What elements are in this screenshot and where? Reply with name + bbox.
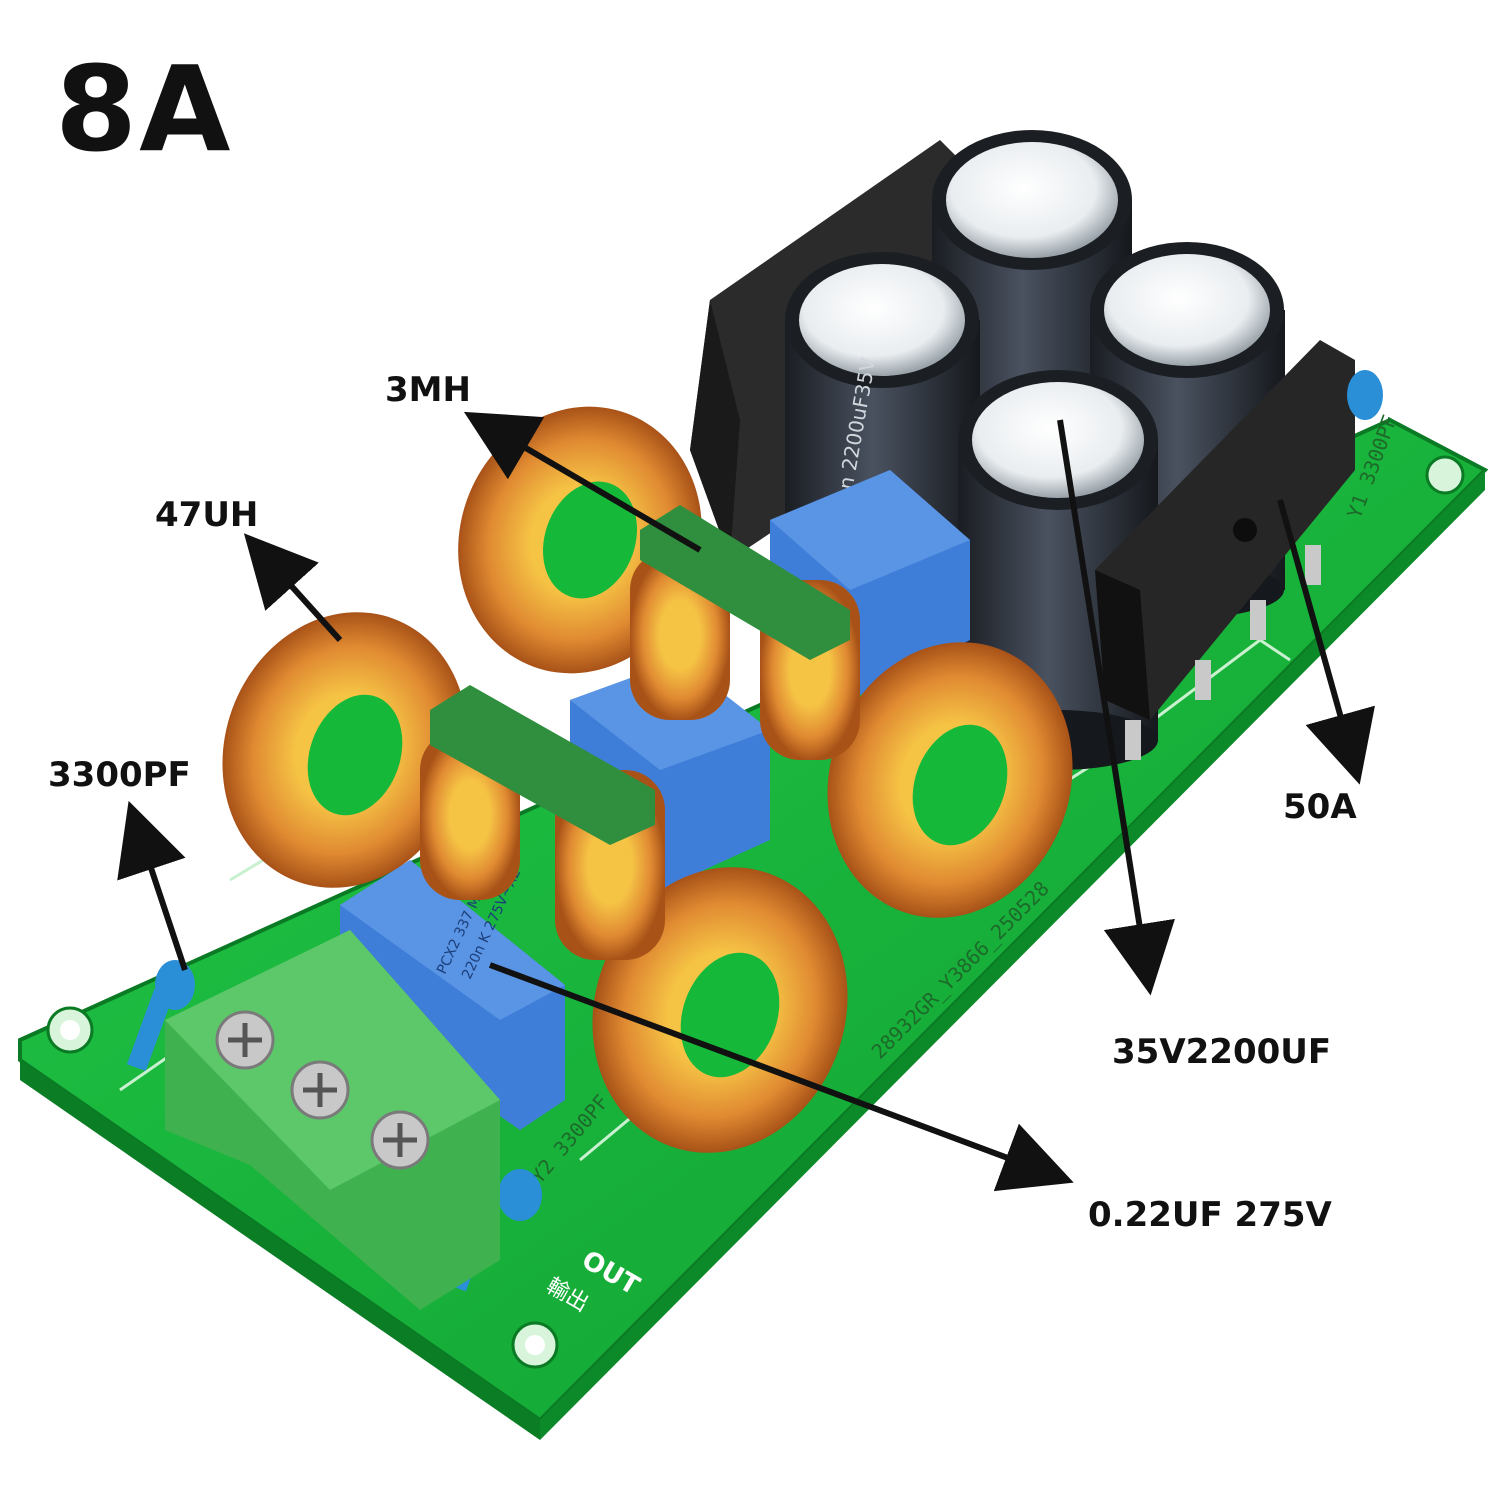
y-capacitor-1 bbox=[126, 960, 195, 1072]
arrow-0.22uf bbox=[488, 962, 1074, 1192]
label-3300pf: 3300PF bbox=[48, 755, 191, 795]
label-3mh: 3MH bbox=[385, 370, 471, 410]
mounting-holes bbox=[46, 455, 1465, 1369]
screw-terminal-block bbox=[165, 930, 500, 1310]
arrow-3300pf bbox=[117, 800, 188, 971]
common-mode-choke-1 bbox=[630, 505, 860, 760]
label-0.22uf-275v: 0.22UF 275V bbox=[1088, 1195, 1332, 1235]
pcb-board-edge-right bbox=[540, 470, 1485, 1440]
arrow-35v2200uf bbox=[1057, 419, 1175, 996]
annotation-arrows bbox=[117, 411, 1375, 1192]
terminal-screws bbox=[215, 1010, 430, 1170]
toroid-inductor-left bbox=[222, 612, 468, 888]
bridge-rectifier bbox=[1095, 340, 1355, 760]
arrow-47uh bbox=[243, 533, 343, 643]
y-capacitor-3 bbox=[1347, 370, 1383, 420]
arrow-50a bbox=[1277, 499, 1375, 785]
toroid-inductor-right bbox=[827, 642, 1073, 918]
pcb-board-edge bbox=[20, 1060, 540, 1440]
arrow-3mh bbox=[463, 411, 702, 553]
common-mode-choke-2 bbox=[420, 685, 665, 960]
label-50a: 50A bbox=[1283, 787, 1357, 827]
page-title: 8A bbox=[55, 40, 233, 178]
label-47uh: 47UH bbox=[155, 495, 259, 535]
label-35v2200uf: 35V2200UF bbox=[1112, 1032, 1332, 1072]
